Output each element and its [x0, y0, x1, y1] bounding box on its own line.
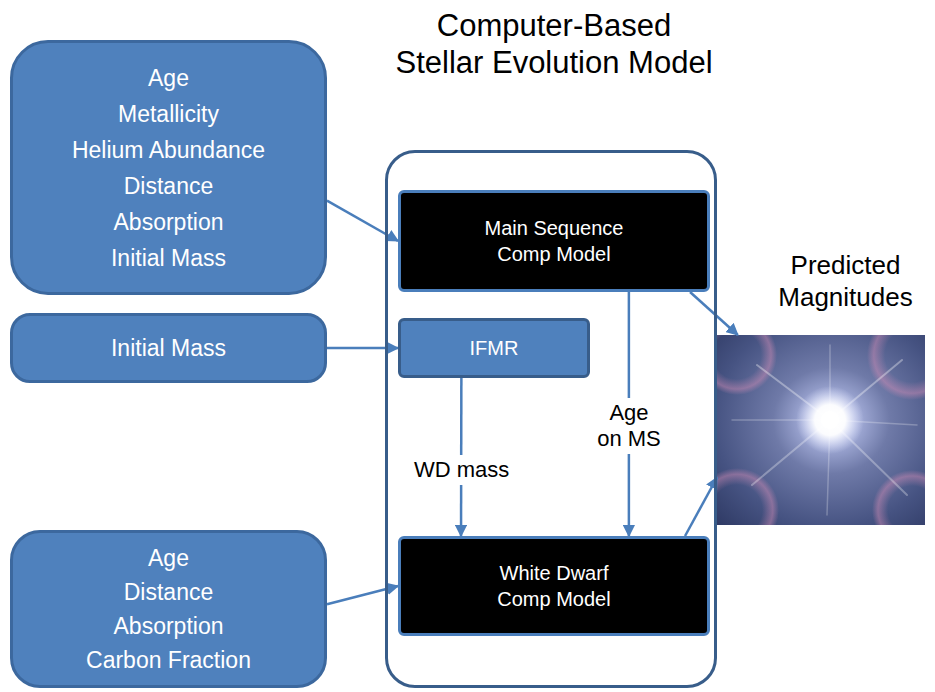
box-text: Initial Mass [111, 333, 226, 363]
box-text: Absorption [114, 609, 224, 643]
input-parameter-box: Initial Mass [10, 313, 327, 383]
lens-flare [872, 470, 925, 525]
model-frame: Computer-Based Stellar Evolution ModelMa… [385, 150, 717, 688]
panel-heading: Predicted Magnitudes [763, 249, 928, 313]
connector-arrow [628, 292, 631, 536]
connector-arrow [685, 478, 717, 537]
star-core [821, 411, 839, 429]
model-box: White Dwarf Comp Model [398, 536, 710, 636]
edge-label: WD mass [411, 455, 512, 485]
star-flare-photo [717, 335, 925, 525]
lens-flare [867, 335, 925, 400]
model-box: Main Sequence Comp Model [398, 190, 710, 292]
box-text: IFMR [470, 335, 519, 361]
connector-arrow [460, 378, 463, 536]
frame-title: Computer-Based Stellar Evolution Model [394, 7, 714, 81]
input-parameter-box: AgeMetallicityHelium AbundanceDistanceAb… [10, 40, 327, 295]
box-text: Carbon Fraction [86, 643, 251, 677]
box-text: Metallicity [118, 96, 219, 132]
box-text: Distance [124, 575, 213, 609]
box-text: Initial Mass [111, 240, 226, 276]
box-text: Absorption [114, 204, 224, 240]
edge-label: Age on MS [593, 398, 665, 454]
star-rays [732, 345, 917, 515]
star-core [796, 386, 864, 454]
connector-arrow [690, 292, 738, 335]
box-text: Distance [124, 168, 213, 204]
box-text: White Dwarf Comp Model [479, 560, 629, 612]
output-panel: Predicted Magnitudes [717, 335, 925, 525]
box-text: Main Sequence Comp Model [469, 215, 639, 267]
ifmr-box: IFMR [398, 318, 590, 378]
box-text: Age [148, 60, 189, 96]
box-text: Helium Abundance [72, 132, 265, 168]
lens-flare [717, 468, 779, 525]
box-text: Age [148, 541, 189, 575]
lens-flare [717, 335, 777, 395]
input-parameter-box: AgeDistanceAbsorptionCarbon Fraction [10, 530, 327, 688]
